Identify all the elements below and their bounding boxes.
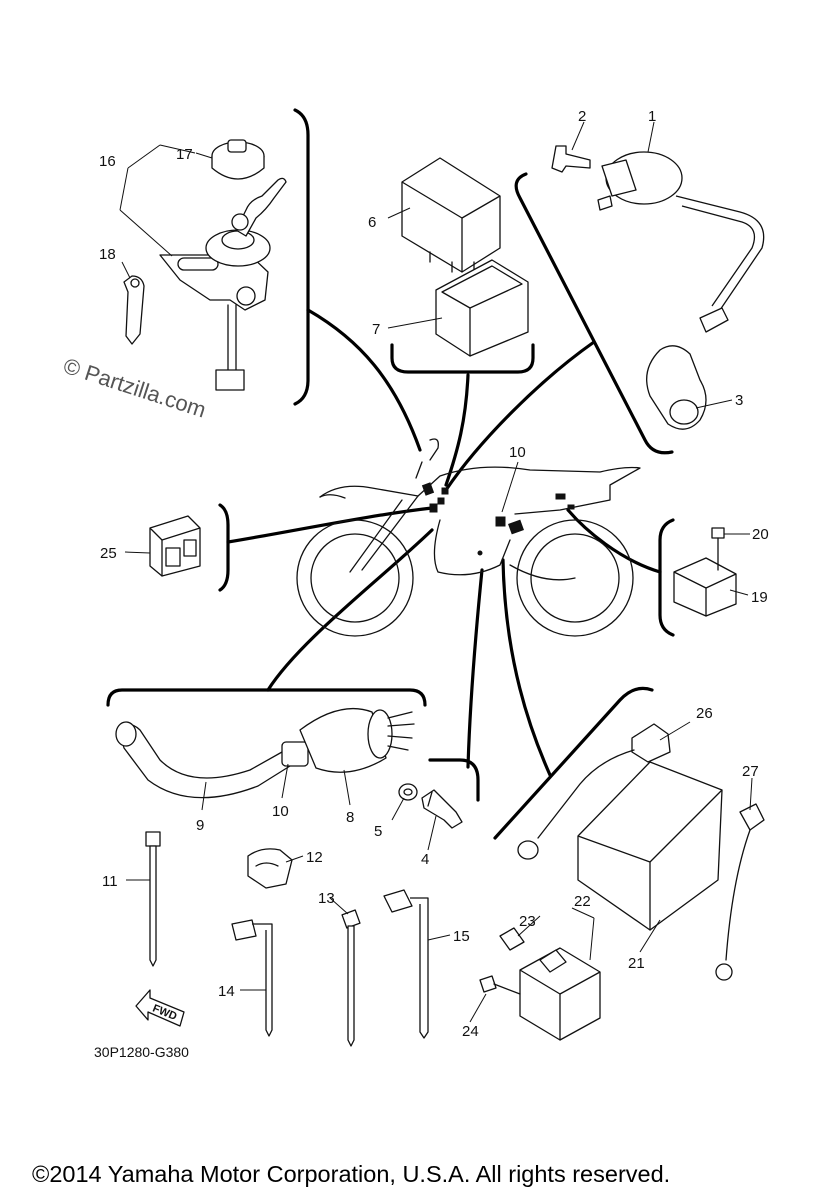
label-8: 8: [346, 809, 354, 826]
label-4: 4: [421, 851, 429, 868]
label-26: 26: [696, 705, 713, 722]
label-20: 20: [752, 526, 769, 543]
label-7: 7: [372, 321, 380, 338]
label-3: 3: [735, 392, 743, 409]
label-24: 24: [462, 1023, 479, 1040]
label-10-top: 10: [509, 444, 526, 461]
part-labels: 1 2 3 4 5 6 7 8 9 10 10 11 12 13 14 15 1…: [99, 108, 769, 1040]
label-22: 22: [574, 893, 591, 910]
relay-assembly: [401, 157, 529, 357]
rectifier-assembly: [673, 527, 737, 617]
label-25: 25: [100, 545, 117, 562]
battery-assembly: [517, 723, 765, 981]
label-1: 1: [648, 108, 656, 125]
label-27: 27: [742, 763, 759, 780]
label-10-bottom: 10: [272, 803, 289, 820]
ignition-coil-assembly: [551, 145, 765, 430]
cable-ties: [145, 831, 429, 1047]
label-18: 18: [99, 246, 116, 263]
label-6: 6: [368, 214, 376, 231]
wire-harness: [115, 708, 415, 799]
label-23: 23: [519, 913, 536, 930]
label-12: 12: [306, 849, 323, 866]
label-21: 21: [628, 955, 645, 972]
label-15: 15: [453, 928, 470, 945]
connection-lines: [226, 308, 662, 777]
watermark: © Partzilla.com: [60, 353, 209, 423]
label-16: 16: [99, 153, 116, 170]
neutral-switch: [398, 783, 463, 829]
label-13: 13: [318, 890, 335, 907]
label-11: 11: [102, 873, 118, 890]
group-brackets: [106, 108, 675, 840]
main-switch-assembly: [123, 139, 287, 391]
label-9: 9: [196, 817, 204, 834]
label-2: 2: [578, 108, 586, 125]
label-5: 5: [374, 823, 382, 840]
relay-25: [149, 515, 201, 577]
label-17: 17: [176, 146, 193, 163]
cdi-unit-assembly: [479, 927, 601, 1041]
label-14: 14: [218, 983, 235, 1000]
label-19: 19: [751, 589, 768, 606]
fwd-arrow: FWD: [135, 989, 185, 1027]
motorcycle-silhouette: [296, 438, 641, 637]
drawing-code: 30P1280-G380: [94, 1044, 189, 1060]
copyright-notice: ©2014 Yamaha Motor Corporation, U.S.A. A…: [32, 1161, 670, 1187]
leader-lines: [119, 121, 753, 1023]
